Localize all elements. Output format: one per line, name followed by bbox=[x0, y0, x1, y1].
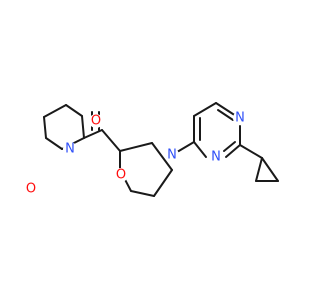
bond bbox=[83, 129, 103, 139]
bond bbox=[193, 102, 217, 117]
atom-background bbox=[233, 111, 247, 125]
atom-background bbox=[63, 142, 77, 156]
atom-n-pyrimidine-bottom: N bbox=[209, 150, 223, 165]
bond bbox=[119, 142, 153, 152]
atom-label: N bbox=[167, 148, 177, 163]
bond bbox=[223, 141, 236, 152]
atom-labels: O N O O N N N bbox=[24, 111, 247, 197]
atom-label: N bbox=[211, 150, 221, 165]
bond bbox=[217, 109, 234, 121]
atom-background bbox=[114, 168, 128, 182]
bond bbox=[215, 102, 237, 117]
bond bbox=[193, 141, 207, 158]
atom-background bbox=[89, 114, 103, 128]
atom-n-amide: N bbox=[63, 142, 77, 157]
atom-label: N bbox=[235, 111, 245, 126]
atom-label: N bbox=[65, 142, 75, 157]
bond bbox=[43, 116, 47, 139]
bond bbox=[255, 157, 263, 182]
bond bbox=[151, 142, 173, 171]
bond bbox=[101, 129, 121, 152]
molecule-structure: O N O O N N N bbox=[24, 102, 279, 197]
atom-background bbox=[24, 182, 38, 196]
bond bbox=[130, 190, 155, 197]
bond bbox=[225, 144, 241, 158]
atom-o-morpholine-left: O bbox=[24, 182, 38, 197]
atom-o-carbonyl: O bbox=[89, 114, 103, 129]
bond bbox=[153, 169, 173, 197]
atom-label: O bbox=[91, 114, 101, 129]
bond bbox=[239, 144, 263, 159]
atom-label: O bbox=[116, 168, 126, 183]
bond bbox=[43, 104, 67, 118]
atom-n-pyrimidine-top: N bbox=[233, 111, 247, 126]
bond bbox=[45, 137, 63, 150]
atom-label: O bbox=[26, 182, 36, 197]
bond bbox=[65, 104, 83, 117]
atom-n-morpholine-center: N bbox=[165, 148, 179, 163]
atom-background bbox=[209, 150, 223, 164]
bond bbox=[81, 115, 85, 139]
atom-background bbox=[165, 148, 179, 162]
atom-o-morpholine-center: O bbox=[114, 168, 128, 183]
bond bbox=[261, 157, 279, 182]
